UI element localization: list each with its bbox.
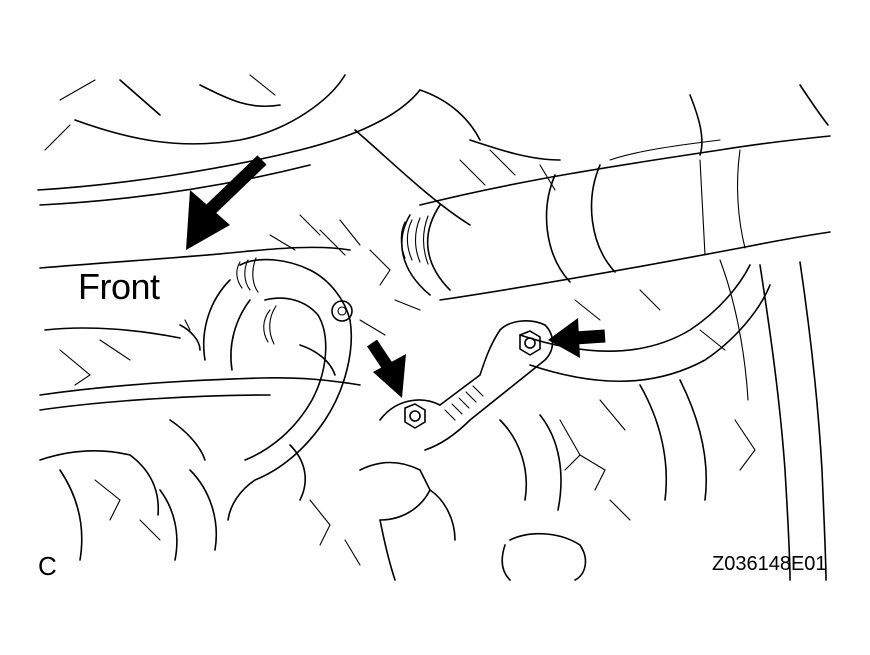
- front-contour: [39, 246, 361, 411]
- figure-code-label: Z036148E01: [712, 553, 827, 575]
- detail-strokes: [269, 159, 661, 336]
- front-direction-arrow: [186, 155, 267, 250]
- lower-left-components: [39, 319, 206, 561]
- view-letter-label: C: [38, 551, 57, 581]
- bracket-plate: [379, 320, 554, 451]
- upper-panel-lines: [37, 74, 561, 226]
- arrow-icon: [367, 339, 406, 398]
- bolt-icon: [519, 330, 541, 356]
- front-direction-label: Front: [78, 266, 160, 307]
- wire-harness: [159, 257, 353, 561]
- bolt-icon: [404, 403, 426, 429]
- lower-center-components: [299, 344, 631, 581]
- right-frame-rails: [689, 84, 829, 581]
- upper-right-pipe: [400, 135, 831, 301]
- arrow-icon: [548, 318, 606, 358]
